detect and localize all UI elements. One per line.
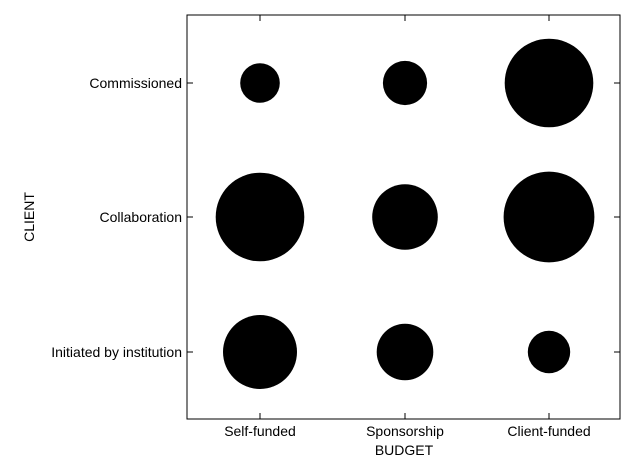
y-axis-label: CLIENT — [21, 192, 37, 242]
bubble-point — [527, 330, 571, 374]
y-tick-label: Initiated by institution — [51, 344, 182, 360]
x-tick-label: Sponsorship — [366, 423, 444, 439]
x-axis-label: BUDGET — [375, 442, 434, 458]
bubble-point — [372, 184, 438, 250]
bubble-point — [223, 315, 297, 389]
x-tick-label: Self-funded — [224, 423, 296, 439]
x-tick-label: Client-funded — [507, 423, 590, 439]
tick-labels: Self-funded Sponsorship Client-funded Initi… — [51, 75, 590, 439]
bubble-point — [504, 38, 594, 128]
bubble-point — [376, 323, 434, 381]
bubble-point — [215, 172, 305, 262]
bubble-point — [240, 63, 280, 103]
bubble-point — [503, 171, 595, 263]
bubble-series — [215, 38, 595, 389]
axis-ticks — [187, 15, 620, 419]
y-tick-label: Collaboration — [100, 209, 183, 225]
y-tick-label: Commissioned — [89, 75, 182, 91]
bubble-point — [382, 60, 428, 106]
